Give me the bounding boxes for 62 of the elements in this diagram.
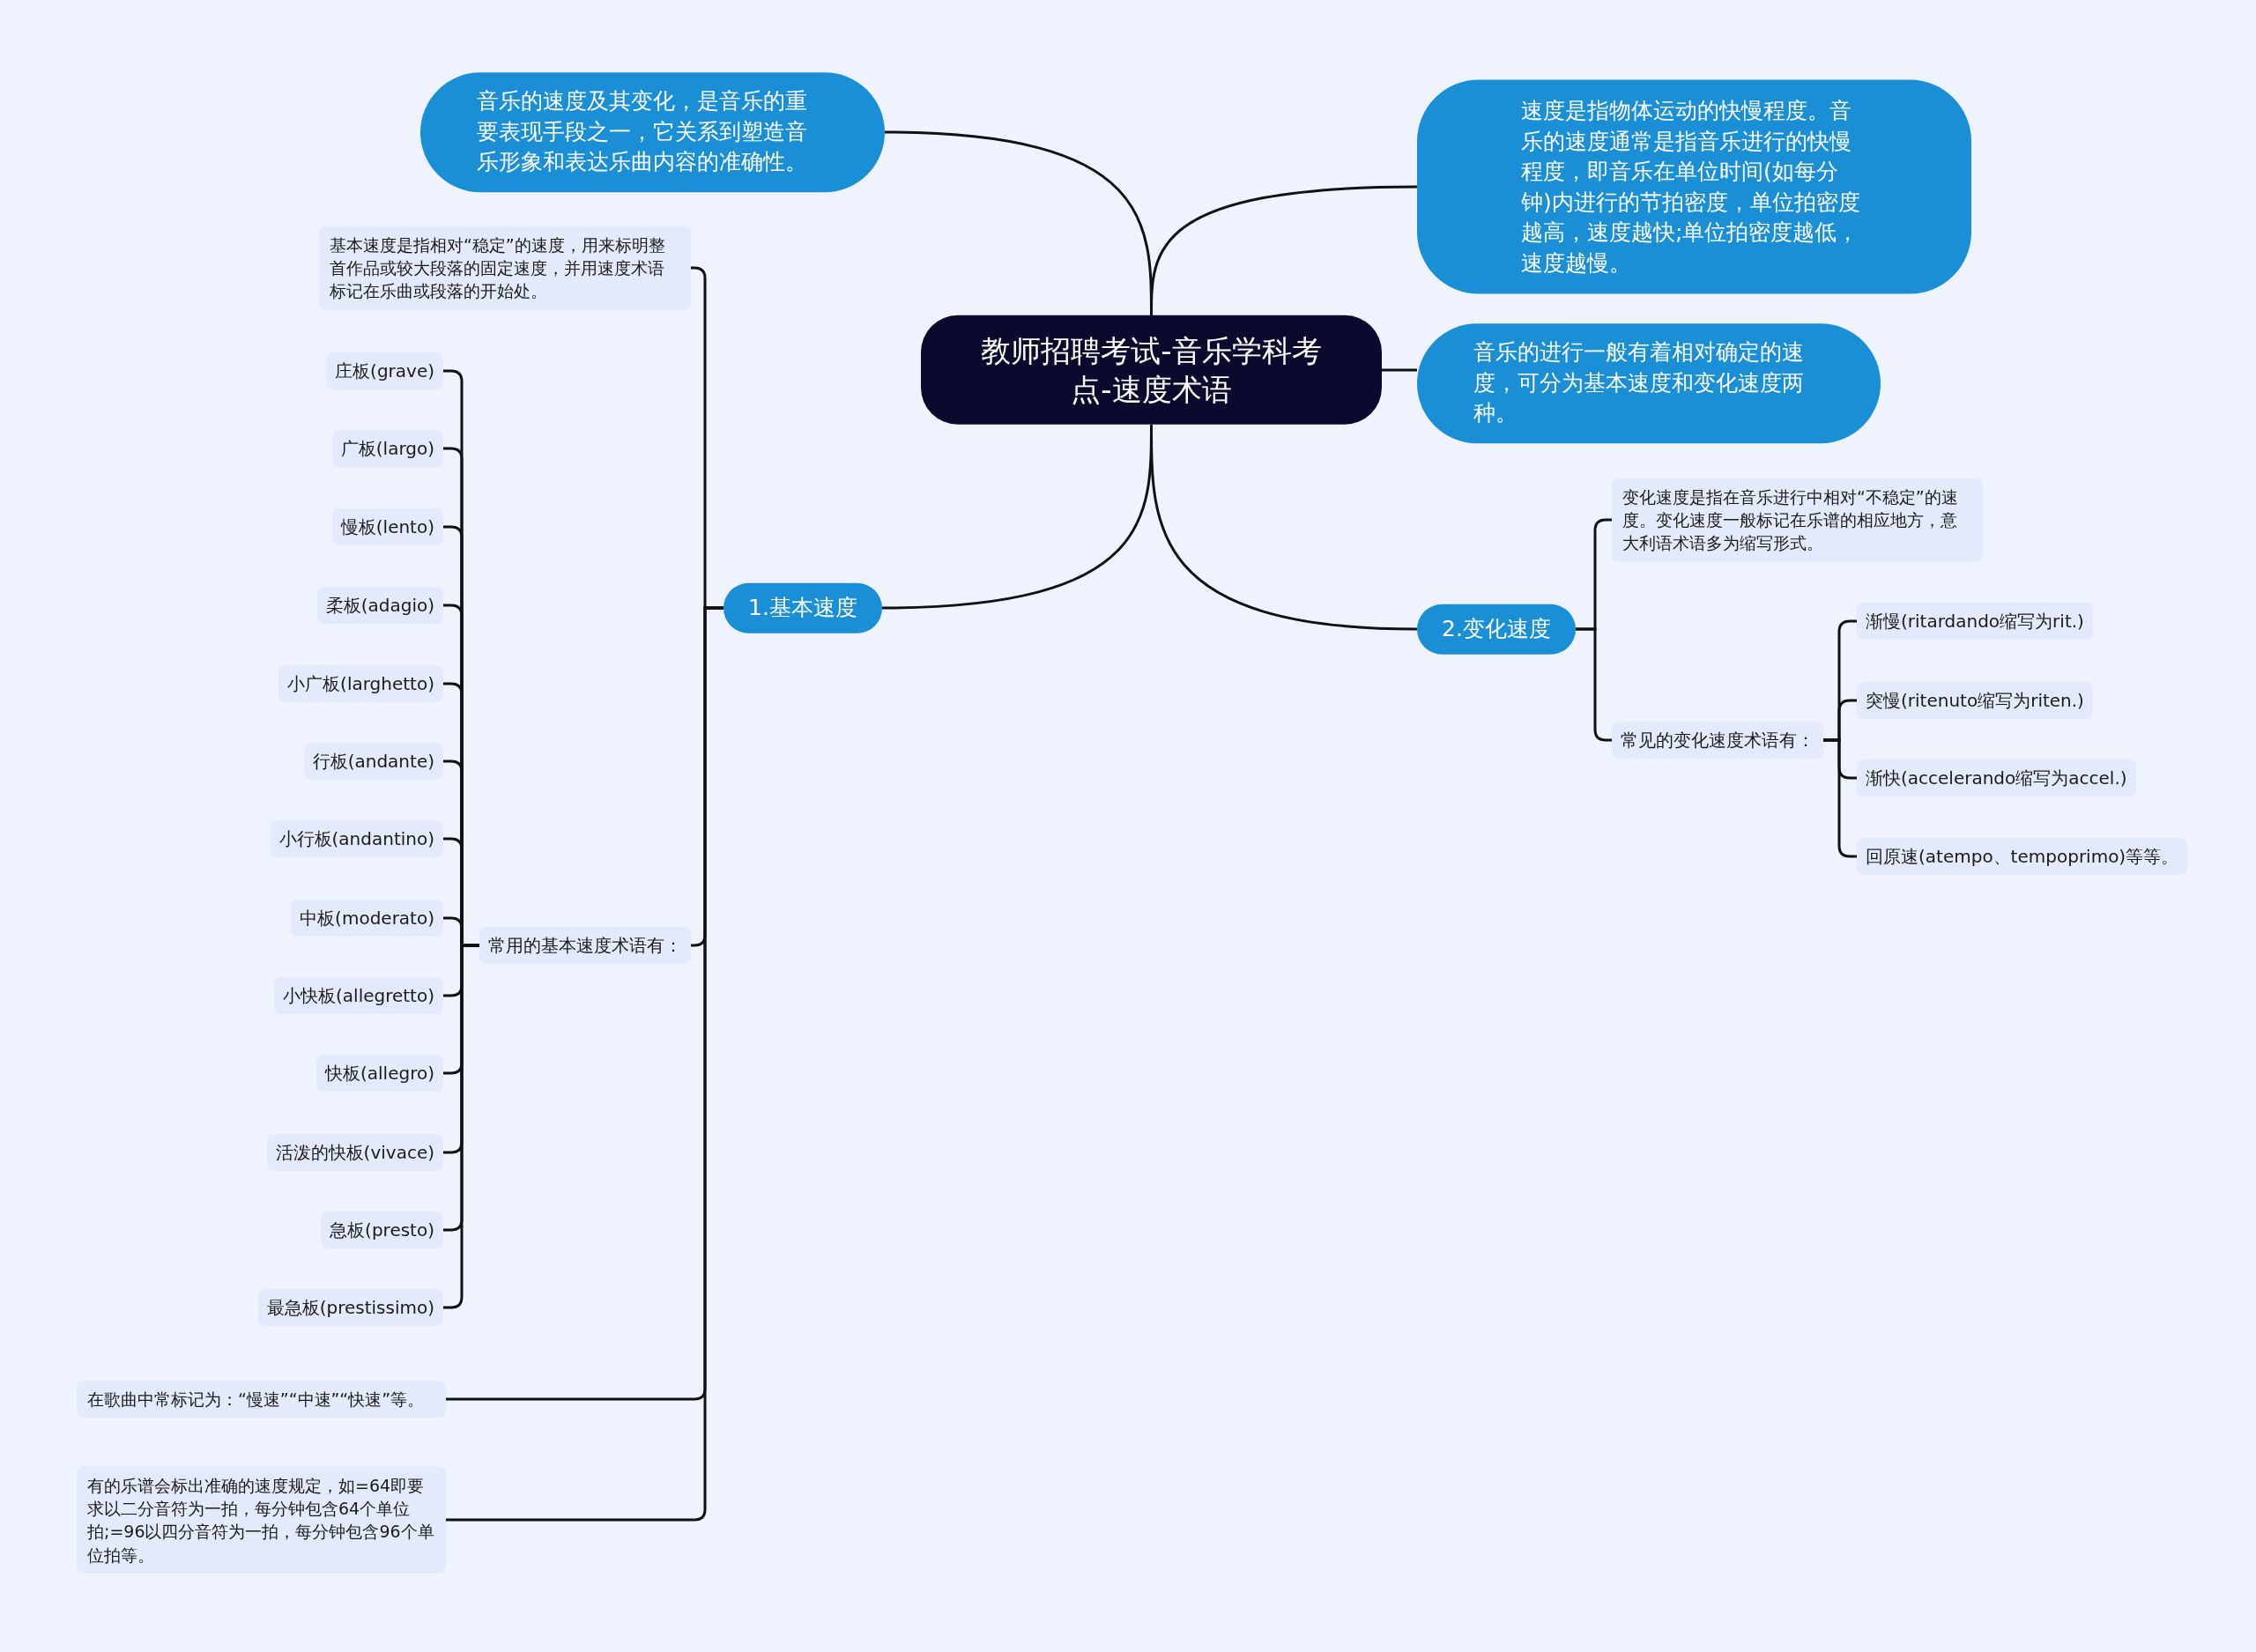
topic-text: 常见的变化速度术语有： <box>1621 729 1814 752</box>
term-box <box>1612 722 1823 759</box>
branch-topic-box <box>724 582 882 633</box>
note-box <box>77 1380 446 1419</box>
term-box <box>326 352 443 389</box>
topic-text: 活泼的快板(vivace) <box>275 1141 434 1164</box>
term-box <box>274 977 443 1014</box>
topic-text: 中板(moderato) <box>300 907 434 930</box>
term-box <box>291 900 443 937</box>
central-topic-box <box>921 315 1382 426</box>
topic-text: 回原速(atempo、tempoprimo)等等。 <box>1866 845 2179 868</box>
topic-text: 有的乐谱会标出准确的速度规定，如=64即要求以二分音符为一拍，每分钟包含64个单位拍;=96以四分音符为一拍，每分钟包含96个单位拍等。 <box>87 1474 435 1567</box>
topic-text: 行板(andante) <box>312 750 434 773</box>
topic-text: 庄板(grave) <box>335 359 434 382</box>
topic-text: 突慢(ritenuto缩写为riten.) <box>1866 689 2084 712</box>
term-box <box>1857 603 2093 640</box>
topic-text: 在歌曲中常标记为：“慢速”“中速”“快速”等。 <box>87 1388 426 1411</box>
topic-text: 基本速度是指相对“稳定”的速度，用来标明整首作品或较大段落的固定速度，并用速度术语标记在乐曲或段落的开始处。 <box>330 233 666 303</box>
connector-line <box>443 944 479 1309</box>
term-box <box>331 508 443 545</box>
connector-line <box>1823 738 1857 858</box>
topic-text: 渐快(accelerando缩写为accel.) <box>1866 767 2127 789</box>
topic-text: 2.变化速度 <box>1442 614 1551 643</box>
topic-text: 小行板(andantino) <box>278 827 434 850</box>
term-box <box>1857 838 2188 875</box>
topic-text: 教师招聘考试-音乐学科考点-速度术语 <box>980 331 1323 409</box>
topic-text: 慢板(lento) <box>340 515 434 538</box>
term-box <box>303 743 443 780</box>
note-box <box>1612 478 1983 562</box>
term-box <box>1857 759 2136 796</box>
connector-line <box>1150 425 1418 631</box>
topic-text: 快板(allegro) <box>325 1062 434 1085</box>
topic-text: 小广板(larghetto) <box>287 672 434 695</box>
topic-text: 急板(presto) <box>330 1219 434 1241</box>
term-box <box>266 1134 443 1171</box>
term-box <box>278 665 443 702</box>
topic-text: 最急板(prestissimo) <box>266 1296 434 1319</box>
term-box <box>331 430 443 467</box>
topic-text: 广板(largo) <box>340 437 434 460</box>
topic-box <box>1417 79 1971 294</box>
connector-line <box>1150 185 1418 315</box>
term-box <box>321 1211 443 1248</box>
connector-line <box>1575 627 1612 742</box>
note-box <box>319 226 691 310</box>
topic-text: 渐慢(ritardando缩写为rit.) <box>1866 610 2084 633</box>
note-box <box>77 1466 446 1574</box>
topic-text: 柔板(adagio) <box>325 594 434 617</box>
term-box <box>257 1289 443 1326</box>
term-box <box>479 927 691 964</box>
term-box <box>316 1055 443 1092</box>
topic-text: 音乐的速度及其变化，是音乐的重要表现手段之一，它关系到塑造音乐形象和表达乐曲内容的准确性。 <box>477 87 808 177</box>
topic-text: 音乐的进行一般有着相对确定的速度，可分为基本速度和变化速度两种。 <box>1473 338 1805 428</box>
topic-text: 常用的基本速度术语有： <box>488 934 682 957</box>
topic-text: 速度是指物体运动的快慢程度。音乐的速度通常是指音乐进行的快慢程度，即音乐在单位时间(如每分钟)内进行的节拍密度，单位拍密度越高，速度越快;单位拍密度越低，速度越慢。 <box>1521 96 1861 277</box>
branch-topic-box <box>1417 604 1576 655</box>
topic-text: 1.基本速度 <box>748 593 857 622</box>
term-box <box>1857 682 2093 719</box>
topic-text: 小快板(allegretto) <box>283 984 434 1007</box>
topic-text: 变化速度是指在音乐进行中相对“不稳定”的速度。变化速度一般标记在乐谱的相应地方，意大利语术语多为缩写形式。 <box>1622 485 1959 555</box>
connector-line <box>1382 368 1417 372</box>
term-box <box>316 587 443 624</box>
term-box <box>270 820 443 857</box>
